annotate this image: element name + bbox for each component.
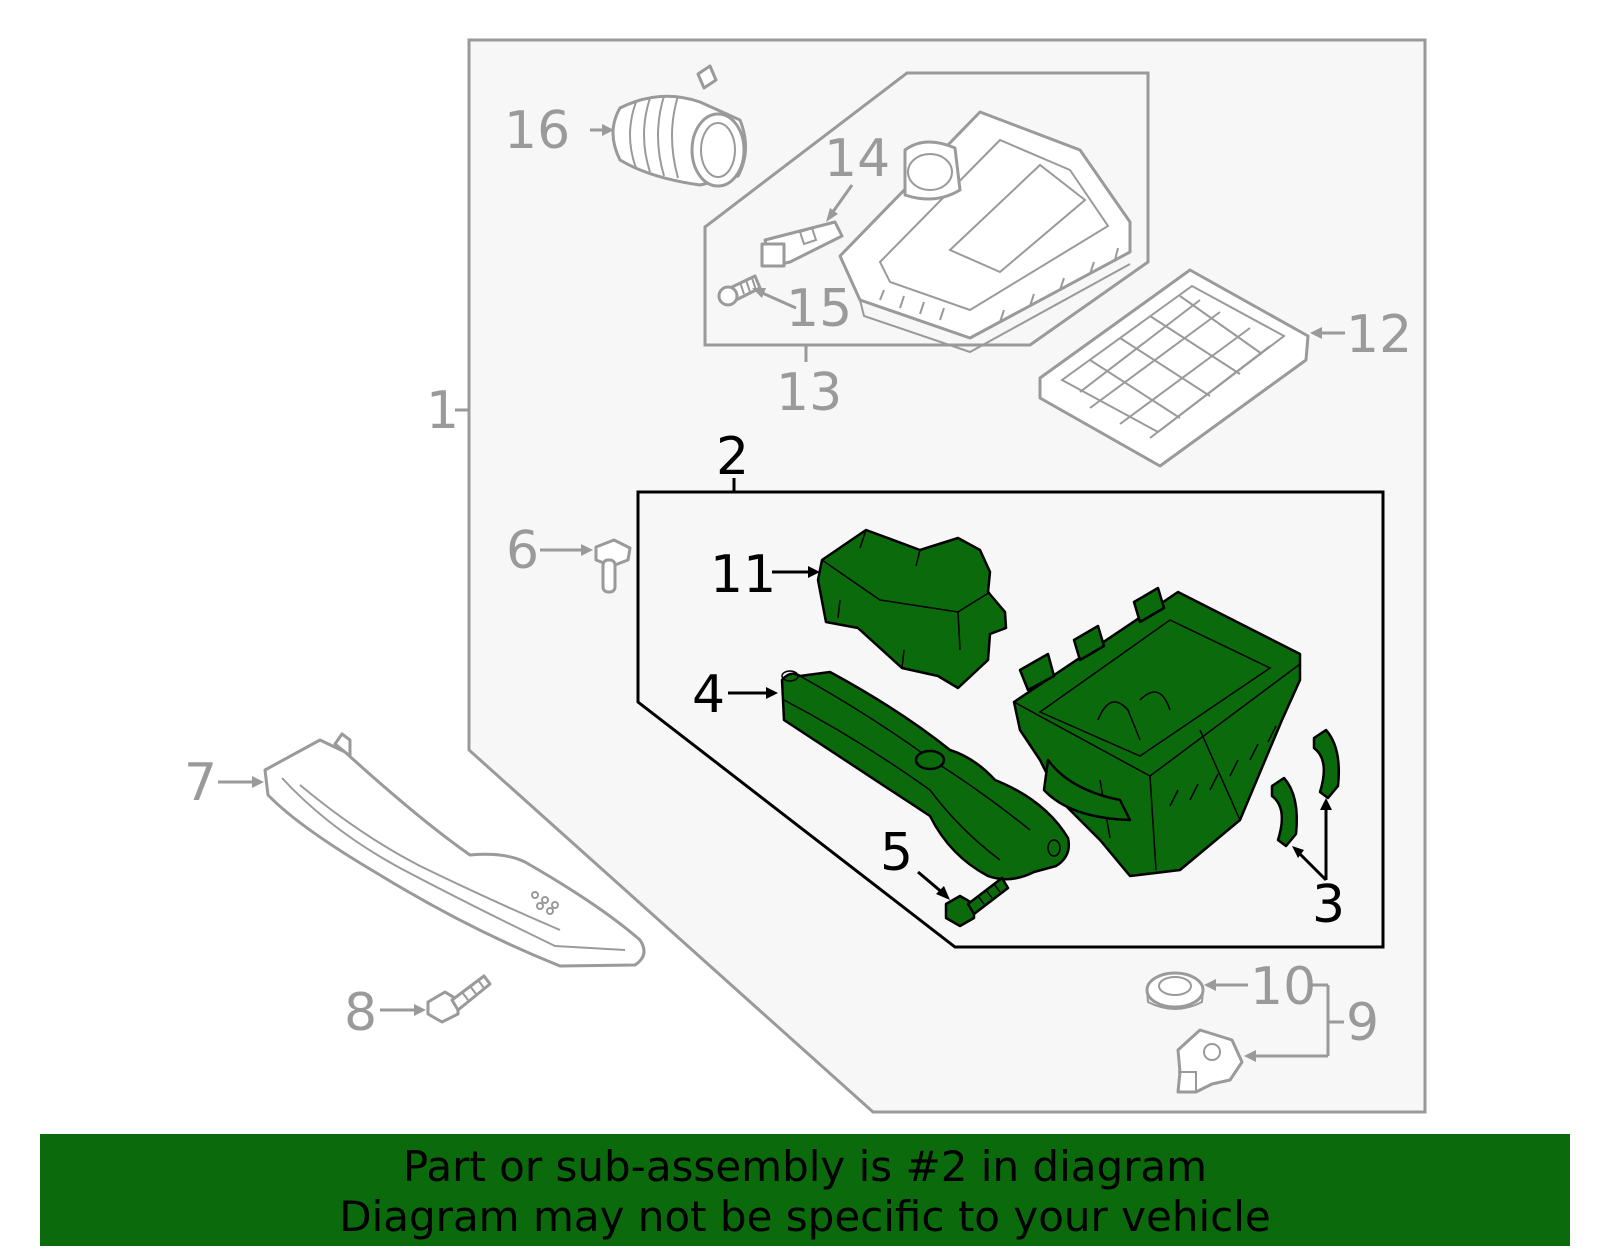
part-12-air-filter xyxy=(1038,268,1310,468)
callout-9: 9 xyxy=(1346,993,1379,1053)
callout-3: 3 xyxy=(1312,875,1345,935)
leader-lines xyxy=(218,124,1345,1062)
part-10-grommet xyxy=(1145,971,1205,1010)
part-8-bolt xyxy=(426,974,492,1024)
part-16-intake-hose xyxy=(611,64,747,188)
callout-4: 4 xyxy=(692,665,725,725)
callout-8: 8 xyxy=(344,983,377,1043)
callout-12: 12 xyxy=(1346,305,1412,365)
callout-5: 5 xyxy=(880,823,913,883)
part-13-airbox-cover xyxy=(838,110,1132,354)
callout-1: 1 xyxy=(426,381,459,441)
banner-line-1: Part or sub-assembly is #2 in diagram xyxy=(402,1142,1208,1191)
part-3-clips xyxy=(1270,728,1340,848)
banner-line-2: Diagram may not be specific to your vehi… xyxy=(339,1192,1271,1241)
callout-10: 10 xyxy=(1250,957,1316,1017)
part-5-bolt xyxy=(944,876,1010,928)
callout-7: 7 xyxy=(184,753,217,813)
callout-13: 13 xyxy=(776,363,842,423)
part-11-resonator xyxy=(816,528,1008,690)
callout-11: 11 xyxy=(710,545,776,605)
part-2-airbox-lower xyxy=(1012,586,1302,878)
callout-2: 2 xyxy=(716,427,749,487)
assembly-13-outline xyxy=(703,71,1150,347)
callout-16: 16 xyxy=(504,101,570,161)
part-7-air-duct xyxy=(263,732,646,968)
part-9-bracket xyxy=(1176,1028,1244,1094)
part-4-inlet-duct xyxy=(780,670,1070,881)
part-6-bolt xyxy=(594,538,632,594)
callout-14: 14 xyxy=(824,129,890,189)
callout-6: 6 xyxy=(506,521,539,581)
assembly-2-outline xyxy=(636,490,1385,949)
info-banner: Part or sub-assembly is #2 in diagram Di… xyxy=(40,1134,1570,1246)
part-14-sensor xyxy=(760,220,844,268)
callout-15: 15 xyxy=(786,279,852,339)
